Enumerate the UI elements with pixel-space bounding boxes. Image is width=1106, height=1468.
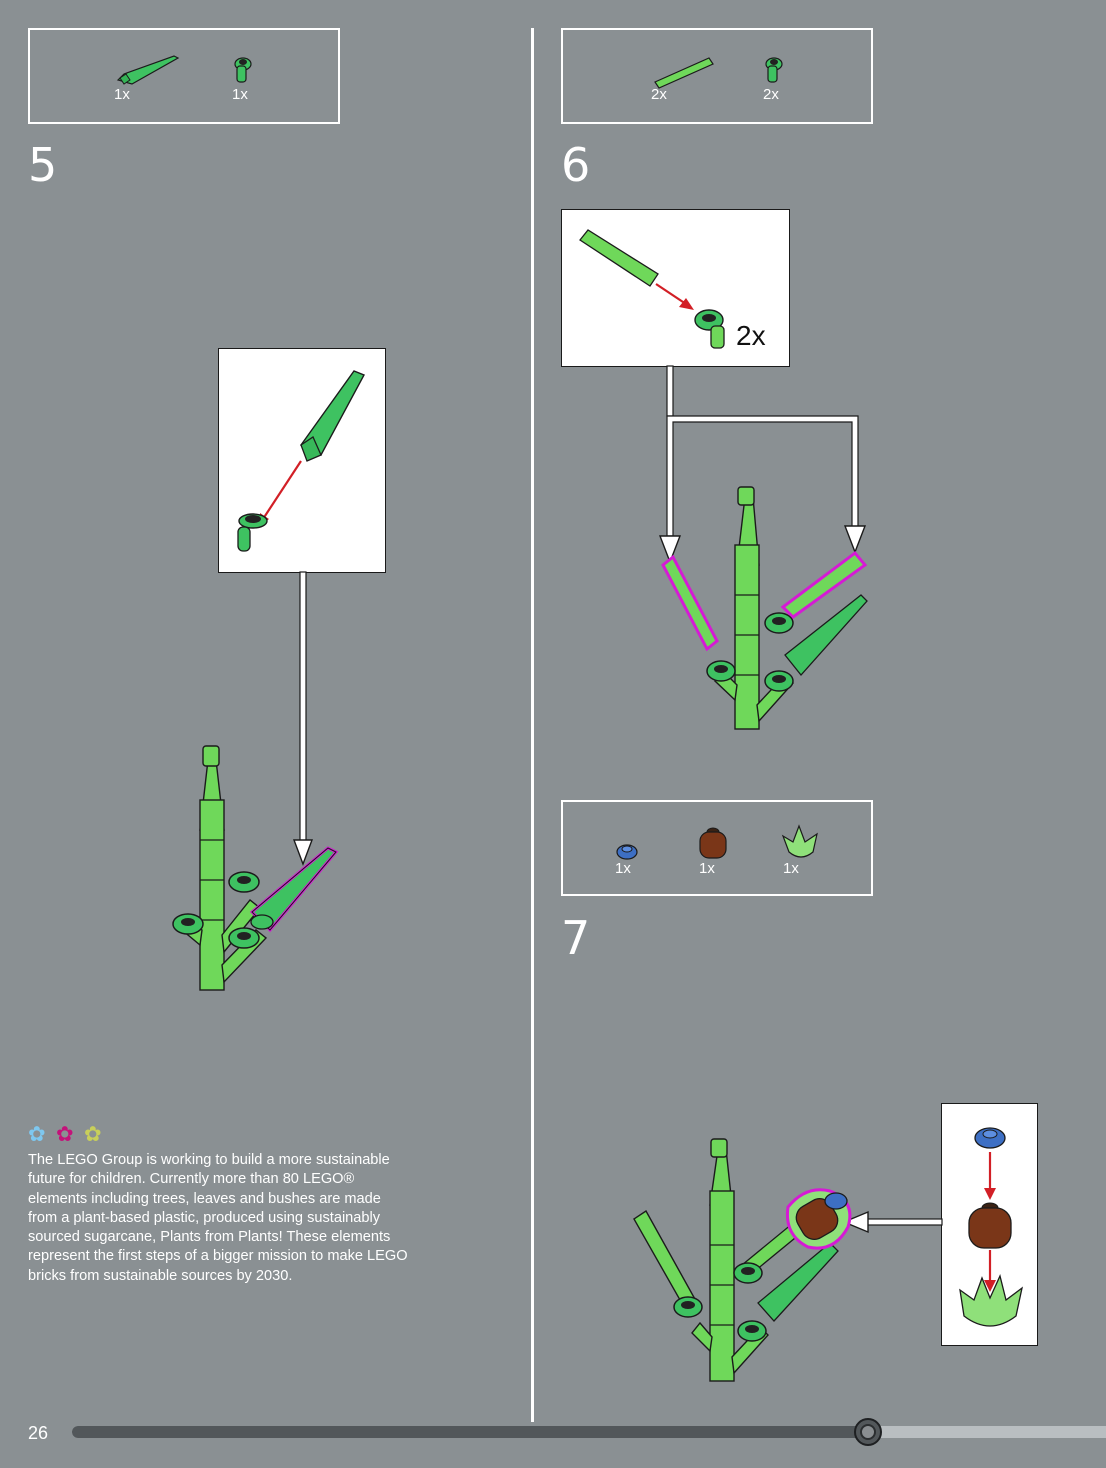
step6-assembly-arrows: [658, 365, 867, 564]
step7-part2-qty: 1x: [699, 860, 715, 877]
step7-number: 7: [561, 911, 591, 965]
brown-round-brick-icon: [699, 827, 727, 859]
green-flower-cup-icon: [781, 824, 818, 858]
step6-callout: 2x: [561, 209, 790, 367]
progress-bar[interactable]: [72, 1426, 1106, 1438]
step5-model-plant: [172, 745, 339, 991]
step6-part2-qty: 2x: [763, 86, 779, 103]
step7-callout: [941, 1103, 1038, 1346]
step7-model-plant: [633, 1138, 852, 1382]
info-flowers: ✿ ✿ ✿: [28, 1124, 118, 1146]
progress-fill: [72, 1426, 868, 1438]
progress-handle[interactable]: [854, 1418, 882, 1446]
step6-part1-qty: 2x: [651, 86, 667, 103]
step5-parts-list: 1x 1x: [28, 28, 340, 124]
blue-round-plate-icon: [616, 844, 638, 860]
callout-bar-to-clip-diagram: [579, 229, 725, 349]
step7-part1-qty: 1x: [615, 860, 631, 877]
callout-leaf-to-clip-diagram: [237, 370, 365, 552]
step5-number: 5: [28, 138, 58, 192]
green-stem-clip-icon: [765, 57, 783, 83]
step5-assembly-arrow: [292, 571, 314, 866]
green-stem-clip-icon: [234, 57, 252, 83]
green-leaf-spike-icon: [116, 55, 180, 85]
step6-number: 6: [561, 138, 591, 192]
column-divider: [531, 28, 534, 1422]
blue-flower-icon: ✿: [28, 1123, 46, 1146]
step6-parts-list: 2x 2x: [561, 28, 873, 124]
page-number: 26: [28, 1423, 49, 1443]
step5-part1-qty: 1x: [114, 86, 130, 103]
sustainability-note: The LEGO Group is working to build a mor…: [28, 1152, 408, 1284]
step7-assembly-arrow: [842, 1210, 943, 1234]
yellow-flower-icon: ✿: [84, 1123, 102, 1146]
step7-part3-qty: 1x: [783, 860, 799, 877]
step7-parts-list: 1x 1x 1x: [561, 800, 873, 896]
step5-callout: [218, 348, 386, 573]
step6-model-plant: [661, 486, 868, 730]
step6-callout-qty: 2x: [736, 320, 766, 351]
callout-flower-stack-diagram: [959, 1127, 1023, 1327]
step5-part2-qty: 1x: [232, 86, 248, 103]
green-bar-icon: [654, 57, 714, 89]
magenta-flower-icon: ✿: [56, 1123, 74, 1146]
